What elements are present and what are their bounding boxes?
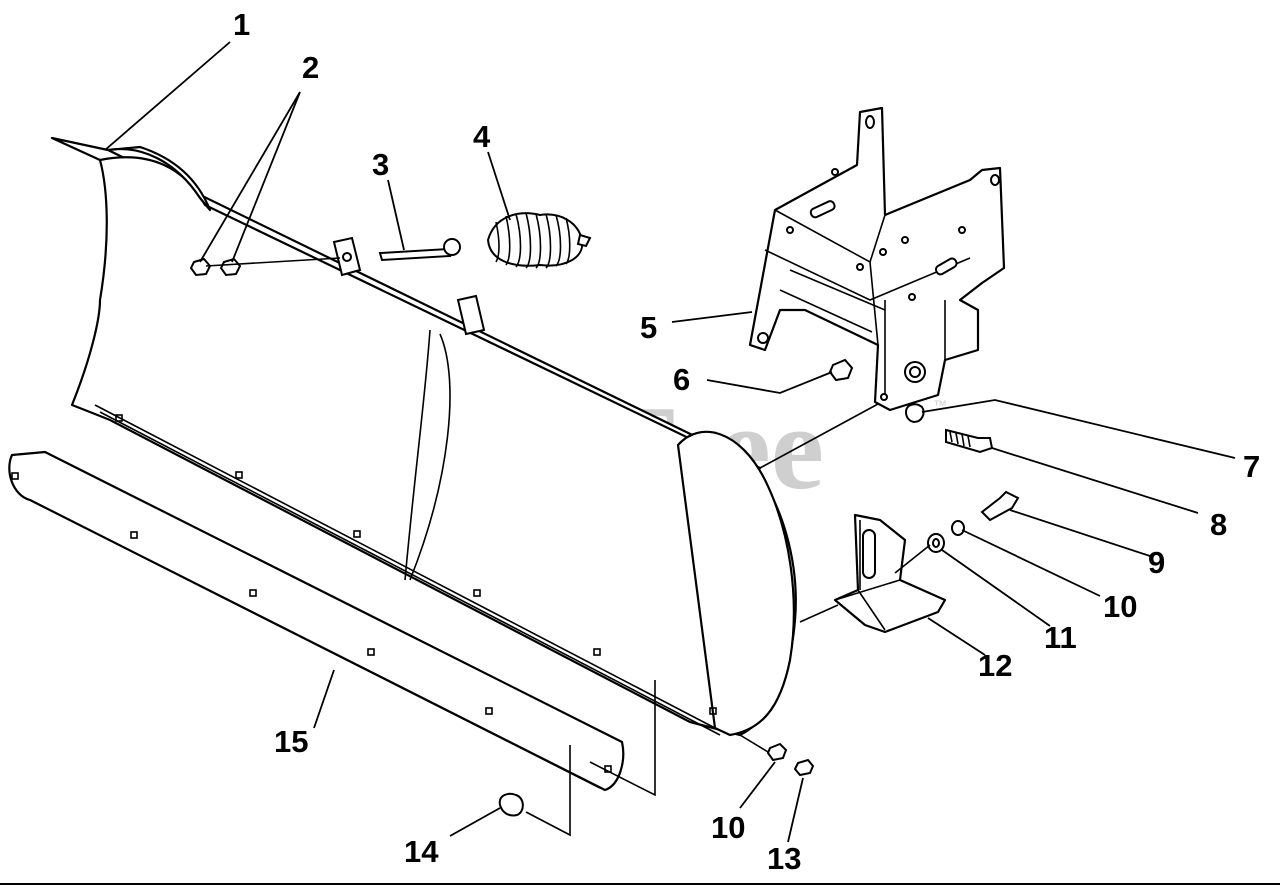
- leader-lines: [104, 41, 1236, 843]
- callout-11: 11: [1044, 620, 1077, 655]
- mount-frame: [748, 106, 1006, 412]
- bottom-hardware: [498, 742, 815, 817]
- shoe-hardware: [927, 490, 1020, 553]
- callout-4: 4: [473, 119, 491, 154]
- callouts: 1 2 3 4 5 6 7 8 9 10 11 12 10 13 14 15: [233, 7, 1260, 876]
- callout-9: 9: [1148, 545, 1165, 580]
- wear-bar: [8, 450, 625, 792]
- callout-3: 3: [372, 147, 389, 182]
- callout-15: 15: [274, 724, 308, 759]
- plow-blade: [50, 136, 797, 737]
- callout-13: 13: [767, 841, 801, 876]
- callout-5: 5: [640, 310, 657, 345]
- callout-10-lower: 10: [711, 810, 745, 845]
- skid-shoe: [833, 513, 947, 634]
- callout-14: 14: [404, 834, 439, 869]
- callout-7: 7: [1243, 449, 1260, 484]
- callout-2: 2: [302, 50, 319, 85]
- callout-1: 1: [233, 7, 250, 42]
- callout-12: 12: [978, 648, 1012, 683]
- callout-8: 8: [1210, 507, 1227, 542]
- hex-nuts-2: [189, 257, 341, 277]
- install-lines: [525, 403, 931, 837]
- spring-assembly: [378, 212, 592, 269]
- callout-6: 6: [673, 362, 690, 397]
- callout-10-upper: 10: [1103, 589, 1137, 624]
